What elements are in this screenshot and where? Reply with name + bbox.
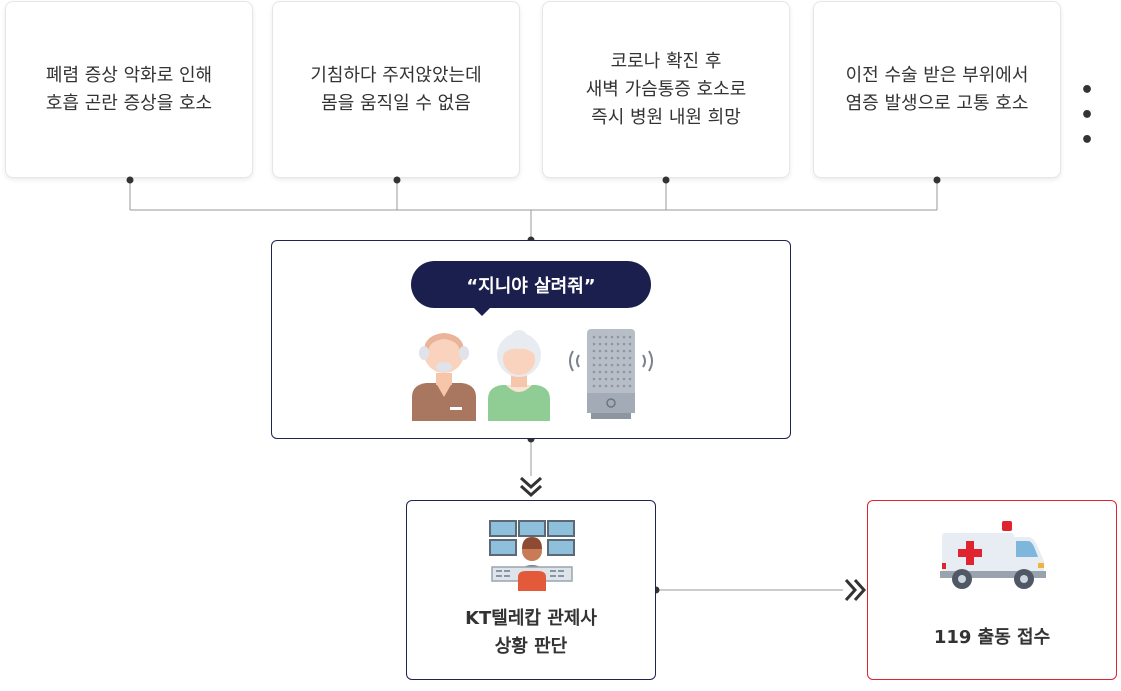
voice-request-box: “지니야 살려줘”	[271, 240, 791, 439]
symptom-card-2: 기침하다 주저앉았는데 몸을 움직일 수 없음	[272, 1, 520, 178]
control-center-label: KT텔레캅 관제사 상황 판단	[465, 608, 597, 657]
more-indicator: • • •	[1080, 78, 1097, 153]
elderly-man-icon	[412, 333, 476, 421]
symptom-card-3-text: 코로나 확진 후 새벽 가슴통증 호소로 즉시 병원 내원 희망	[585, 50, 747, 128]
speech-bubble-text: “지니야 살려줘”	[466, 275, 596, 297]
smart-speaker-icon	[569, 329, 653, 419]
ems-label: 119 출동 접수	[933, 627, 1051, 648]
symptom-card-1-text: 폐렴 증상 악화로 인해 호흡 곤란 증상을 호소	[45, 64, 213, 114]
speech-bubble-tail	[473, 307, 491, 316]
symptom-card-2-text: 기침하다 주저앉았는데 몸을 움직일 수 없음	[310, 64, 482, 114]
down-chevron-icon	[519, 476, 543, 498]
ambulance-icon	[940, 521, 1046, 589]
control-center-box: KT텔레캅 관제사 상황 판단	[406, 500, 656, 680]
elderly-woman-icon	[488, 330, 550, 421]
symptom-card-1: 폐렴 증상 악화로 인해 호흡 곤란 증상을 호소	[5, 1, 253, 178]
symptom-card-4: 이전 수술 받은 부위에서 염증 발생으로 고통 호소	[813, 1, 1061, 178]
symptom-card-3: 코로나 확진 후 새벽 가슴통증 호소로 즉시 병원 내원 희망	[542, 1, 790, 178]
ems-dispatch-box: 119 출동 접수	[867, 500, 1117, 680]
symptom-card-4-text: 이전 수술 받은 부위에서 염증 발생으로 고통 호소	[845, 64, 1029, 114]
monitoring-operator-icon	[489, 520, 575, 591]
speech-bubble: “지니야 살려줘”	[411, 261, 651, 308]
right-chevron-icon	[844, 578, 867, 602]
